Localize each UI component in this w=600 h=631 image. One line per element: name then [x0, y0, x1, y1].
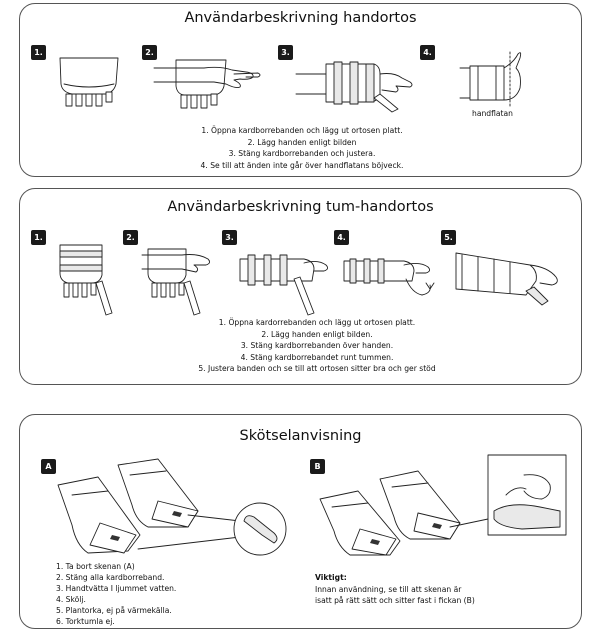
illustration-thumb-hand-placed — [141, 248, 211, 316]
step-badge-1: 1. — [31, 230, 46, 245]
step-text-4: 4. Stäng kardborrebandet runt tummen. — [240, 352, 394, 362]
illustration-thumb-straps-closed — [239, 254, 329, 316]
care-step-4: 4. Skölj. — [56, 595, 86, 604]
panel-hand-orthosis: Användarbeskrivning handortos 1. 2. 3. 4… — [19, 3, 582, 177]
step-text-2: 2. Lägg handen enligt bilden. — [261, 329, 373, 339]
step-text-3: 3. Stäng kardborrebanden och justera. — [228, 149, 376, 158]
illustration-palm-crease — [459, 51, 522, 109]
step-text-5: 5. Justera banden och se till att ortose… — [198, 364, 436, 373]
panel-care-instructions: Skötselanvisning A B 1. Ta bort skenan (… — [19, 414, 582, 629]
step-badge-4: 4. — [334, 230, 349, 245]
illustration-remove-splint — [57, 458, 287, 556]
steps-thumb-orthosis: 1. Öppna kardorrebanden och lägg ut orto… — [182, 317, 452, 375]
step-badge-1: 1. — [31, 45, 46, 60]
panel-thumb-hand-orthosis: Användarbeskrivning tum-handortos 1. 2. … — [19, 188, 582, 385]
step-badge-2: 2. — [142, 45, 157, 60]
care-step-6: 6. Torktumla ej. — [56, 617, 115, 626]
step-badge-3: 3. — [222, 230, 237, 245]
badge-b: B — [310, 459, 325, 474]
care-step-1: 1. Ta bort skenan (A) — [56, 562, 135, 571]
steps-hand-orthosis: 1. Öppna kardborrebanden och lägg ut ort… — [142, 125, 462, 171]
illustration-orthosis-closed — [295, 61, 413, 113]
step-badge-5: 5. — [441, 230, 456, 245]
care-step-2: 2. Stäng alla kardborreband. — [56, 573, 165, 582]
step-text-1: 1. Öppna kardborrebanden och lägg ut ort… — [201, 126, 403, 135]
step-text-2: 2. Lägg handen enligt bilden — [247, 137, 357, 147]
step-text-3: 3. Stäng kardborrebanden över handen. — [240, 341, 394, 350]
note-line-2: isatt på rätt sätt och sitter fast i fic… — [315, 596, 475, 605]
care-step-3: 3. Handtvätta I ljummet vatten. — [56, 584, 177, 593]
step-badge-2: 2. — [123, 230, 138, 245]
care-steps-list: 1. Ta bort skenan (A) 2. Stäng alla kard… — [56, 561, 176, 627]
badge-a: A — [41, 459, 56, 474]
illustration-thumb-orthosis-fitted — [455, 252, 558, 306]
note-title: Viktigt: — [315, 573, 347, 582]
section-title-hand-orthosis: Användarbeskrivning handortos — [184, 10, 417, 26]
step-badge-3: 3. — [278, 45, 293, 60]
illustration-thumb-strap-around — [343, 258, 435, 296]
section-title-care: Skötselanvisning — [239, 428, 362, 444]
step-badge-4: 4. — [420, 45, 435, 60]
care-step-5: 5. Plantorka, ej på värmekälla. — [56, 606, 172, 615]
note-line-1: Innan användning, se till att skenan är — [315, 585, 462, 594]
illustration-hand-on-orthosis — [153, 59, 261, 109]
step-text-1: 1. Öppna kardorrebanden och lägg ut orto… — [218, 318, 416, 327]
note-text: Innan användning, se till att skenan är … — [315, 584, 475, 606]
label-palm: handflatan — [472, 109, 513, 118]
step-text-4: 4. Se till att änden inte går över handf… — [200, 160, 404, 170]
illustration-insert-splint — [319, 454, 567, 556]
illustration-thumb-orthosis-flat — [59, 244, 113, 316]
illustration-flat-orthosis — [59, 57, 119, 107]
section-title-thumb-orthosis: Användarbeskrivning tum-handortos — [167, 199, 434, 215]
